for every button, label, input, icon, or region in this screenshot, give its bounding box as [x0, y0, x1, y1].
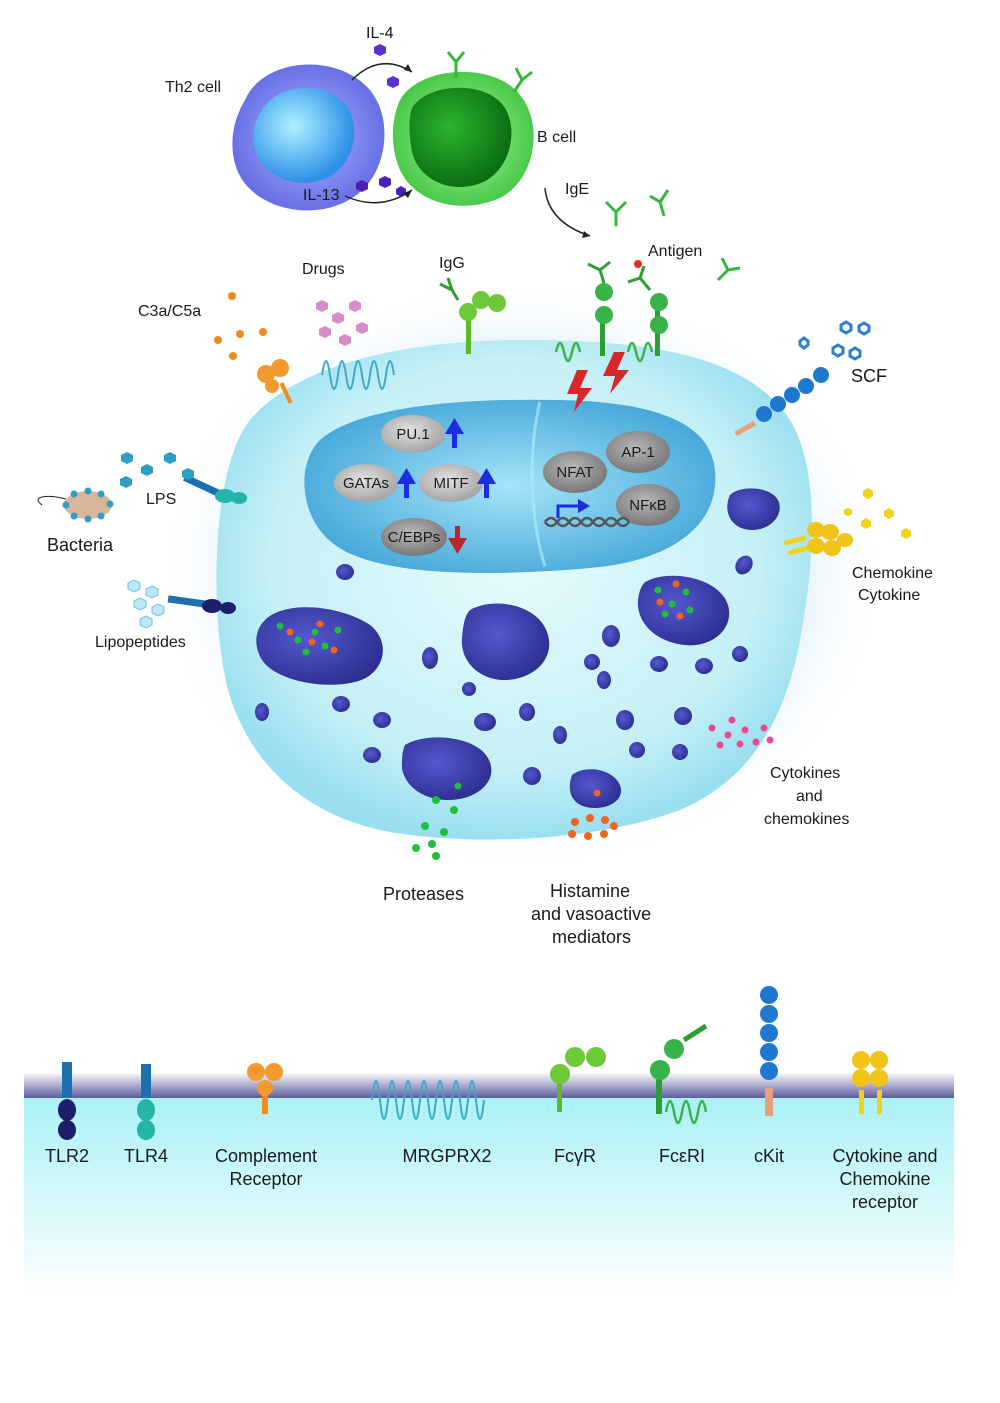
c3a-c5a-label: C3a/C5a — [138, 303, 201, 320]
chemokines-label: chemokines — [764, 811, 849, 828]
legend-panel — [24, 1072, 954, 1296]
igg-antibody — [439, 277, 460, 301]
th2-cell — [232, 64, 385, 211]
scf-label: SCF — [851, 366, 887, 386]
legend-complement-icon — [247, 1063, 283, 1114]
legend-cytokine-label-1: Cytokine and — [832, 1146, 937, 1166]
ige-label: IgE — [565, 181, 589, 198]
c3a-c5a-molecules — [214, 292, 267, 360]
b-cell — [392, 51, 534, 206]
tlr2-receptor — [167, 595, 236, 614]
complement-receptor — [257, 359, 293, 404]
proteases-label: Proteases — [383, 884, 464, 904]
th2-cell-label: Th2 cell — [165, 79, 221, 96]
tf-nfkb: NFκB — [616, 484, 680, 526]
legend-receptor-label: Receptor — [229, 1169, 302, 1189]
legend-mrgprx2-label: MRGPRX2 — [402, 1146, 491, 1166]
legend-ckit-icon — [760, 986, 778, 1116]
vasoactive-label: and vasoactive — [531, 904, 651, 924]
tlr4-receptor — [183, 474, 247, 504]
and-label: and — [796, 788, 823, 805]
drugs-label: Drugs — [302, 261, 345, 278]
il4-arrow — [351, 62, 413, 81]
cytokine-chemokine-receptor — [783, 522, 853, 556]
legend-fcer-icon — [650, 1023, 708, 1125]
up-arrow-icons — [397, 418, 496, 498]
svg-text:MITF: MITF — [434, 475, 469, 492]
legend-tlr2-icon — [58, 1062, 76, 1140]
b-cell-label: B cell — [537, 129, 576, 146]
tf-gatas: GATAs — [334, 464, 398, 502]
svg-text:AP-1: AP-1 — [621, 444, 654, 461]
activation-bolt-icons — [567, 352, 629, 412]
legend-fcgr-label: FcγR — [554, 1146, 596, 1166]
tf-cebps: C/EBPs — [381, 518, 447, 556]
tf-ap1: AP-1 — [606, 431, 670, 473]
legend-tlr2-label: TLR2 — [45, 1146, 89, 1166]
chemokine-molecules — [844, 488, 911, 539]
legend-tlr4-label: TLR4 — [124, 1146, 168, 1166]
il13-molecules — [356, 176, 406, 197]
svg-text:NFAT: NFAT — [556, 464, 593, 481]
fcgr-receptor — [459, 291, 506, 354]
bacteria-label: Bacteria — [47, 535, 114, 555]
legend-fcgr-icon — [550, 1047, 606, 1112]
granules — [255, 488, 780, 808]
cytokines-label: Cytokines — [770, 765, 840, 782]
legend-cytokine-label-2: Chemokine — [839, 1169, 930, 1189]
scf-molecules — [798, 320, 871, 361]
ckit-receptor — [734, 367, 829, 437]
legend-fcer-label: FcεRI — [659, 1146, 705, 1166]
released-histamine — [568, 814, 618, 840]
legend-tlr4-icon — [137, 1064, 155, 1140]
svg-text:PU.1: PU.1 — [396, 426, 429, 443]
mediators-label: mediators — [552, 927, 631, 947]
transcription-arrow-icon — [556, 499, 590, 518]
legend-complement-label: Complement — [215, 1146, 317, 1166]
il4-molecules — [374, 44, 399, 88]
released-cytokines — [708, 716, 774, 749]
legend-mrgprx2-icon — [371, 1080, 485, 1120]
svg-text:GATAs: GATAs — [343, 475, 389, 492]
tf-pu1: PU.1 — [381, 415, 445, 453]
il13-label: IL-13 — [303, 187, 340, 204]
tf-nfat: NFAT — [543, 451, 607, 493]
legend-cytokine-label-3: receptor — [852, 1192, 918, 1212]
legend-cytokine-receptor-icon — [852, 1051, 888, 1114]
tf-mitf: MITF — [419, 464, 483, 502]
mast-cell — [152, 275, 892, 875]
chemokine-label: Chemokine — [852, 565, 933, 582]
histamine-label: Histamine — [550, 881, 630, 901]
cytokine-label: Cytokine — [858, 587, 920, 604]
svg-text:C/EBPs: C/EBPs — [388, 529, 441, 546]
ige-antibodies — [604, 189, 741, 282]
fcer-receptors — [554, 260, 668, 363]
lps-molecules — [120, 452, 194, 488]
igg-label: IgG — [439, 255, 465, 272]
down-arrow-icon — [448, 526, 467, 554]
dna-icon — [544, 516, 630, 528]
mrgprx2-receptor — [321, 360, 395, 390]
drug-molecules — [316, 300, 368, 346]
legend-ckit-label: cKit — [754, 1146, 784, 1166]
lipopeptide-molecules — [127, 579, 165, 629]
released-proteases — [412, 796, 458, 860]
lps-label: LPS — [146, 491, 176, 508]
ige-arrow — [544, 187, 591, 237]
lipopeptides-label: Lipopeptides — [95, 634, 186, 651]
granule-contents — [276, 580, 694, 797]
bacteria-icon — [37, 487, 114, 523]
antigen-label: Antigen — [648, 243, 702, 260]
il4-label: IL-4 — [366, 25, 394, 42]
svg-text:NFκB: NFκB — [629, 497, 667, 514]
